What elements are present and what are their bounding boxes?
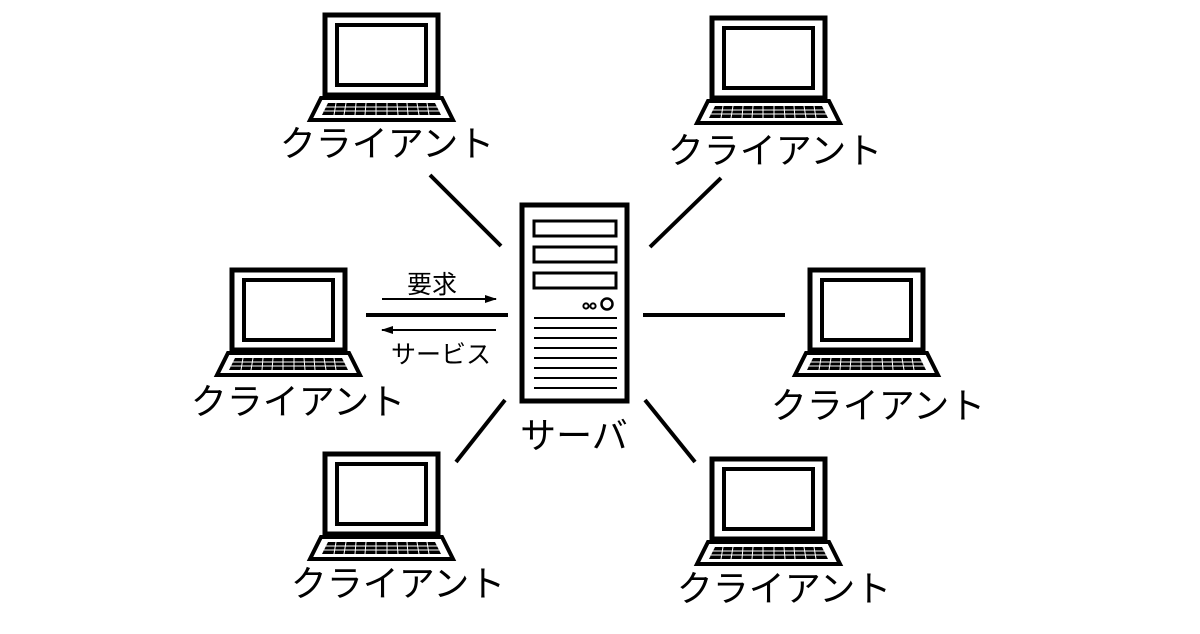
- laptop-icon: [310, 454, 453, 559]
- connection-top-right: [648, 176, 723, 249]
- client-bottom-right: クライアント: [677, 459, 892, 610]
- laptop-icon: [697, 18, 840, 123]
- laptop-icon: [217, 270, 360, 375]
- client-label: クライアント: [771, 386, 986, 427]
- server-icon: [519, 202, 630, 404]
- connection-lines: [366, 173, 785, 464]
- client-label: クライアント: [291, 564, 506, 605]
- connection-bottom-left: [454, 398, 507, 464]
- server-label: サーバ: [520, 416, 628, 457]
- laptop-icon: [795, 270, 938, 375]
- laptop-icon: [310, 15, 453, 120]
- client-middle-left: クライアント: [191, 270, 406, 423]
- client-label: クライアント: [677, 569, 892, 610]
- request-label: 要求: [407, 270, 457, 299]
- connection-bottom-right: [643, 398, 697, 464]
- client-bottom-left: クライアント: [291, 454, 506, 605]
- laptop-icon: [697, 459, 840, 564]
- client-label: クライアント: [191, 382, 406, 423]
- client-top-left: クライアント: [280, 15, 495, 165]
- client-label: クライアント: [280, 124, 495, 165]
- service-label: サービス: [391, 340, 491, 369]
- client-middle-right: クライアント: [771, 270, 986, 427]
- client-top-right: クライアント: [668, 18, 883, 172]
- client-label: クライアント: [668, 131, 883, 172]
- connection-top-left: [428, 173, 503, 248]
